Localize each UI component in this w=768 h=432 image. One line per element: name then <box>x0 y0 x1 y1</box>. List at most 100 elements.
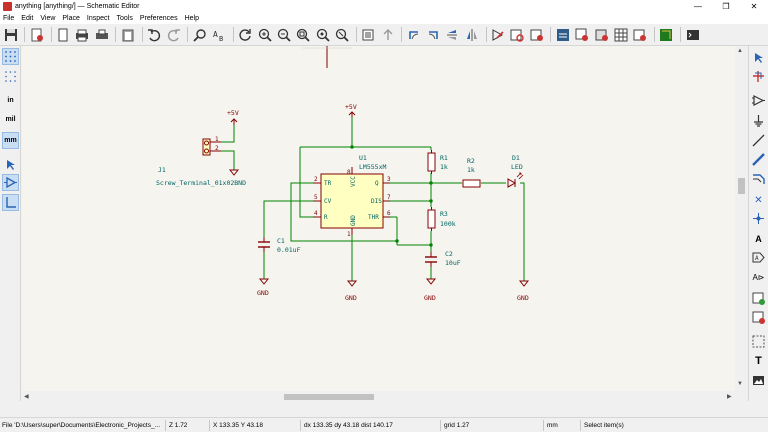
vertical-scroll-thumb[interactable] <box>738 178 745 194</box>
zoom-in-icon[interactable] <box>256 26 273 43</box>
gnd-u1[interactable]: GND <box>345 280 358 302</box>
resistor-r1[interactable]: R1 1k <box>427 150 448 174</box>
rotate-cw-icon[interactable] <box>425 26 442 43</box>
menu-preferences[interactable]: Preferences <box>139 15 178 22</box>
footprint-assignment-icon[interactable] <box>593 26 610 43</box>
zoom-fit-icon[interactable] <box>295 26 312 43</box>
paste-icon[interactable] <box>119 26 136 43</box>
menu-edit[interactable]: Edit <box>21 15 34 22</box>
find-icon[interactable] <box>191 26 208 43</box>
print-icon[interactable] <box>74 26 91 43</box>
menu-place[interactable]: Place <box>62 15 80 22</box>
page-settings-icon[interactable] <box>55 26 72 43</box>
mirror-vertical-icon[interactable] <box>444 26 461 43</box>
add-text-icon[interactable]: T <box>755 354 762 367</box>
gnd-c2[interactable]: GND <box>424 278 437 302</box>
symbol-library-browser-icon[interactable] <box>509 26 526 43</box>
wire-trigger[interactable] <box>290 182 397 242</box>
grid-overrides-icon[interactable] <box>2 68 19 85</box>
scroll-right-icon[interactable]: ▶ <box>727 394 732 400</box>
redo-icon[interactable] <box>165 26 182 43</box>
capacitor-c2[interactable]: C2 10uF <box>425 250 461 267</box>
horizontal-scroll-thumb[interactable] <box>284 394 374 400</box>
select-arrow-icon[interactable] <box>750 49 767 66</box>
hidden-pins-icon[interactable] <box>2 174 19 191</box>
menu-tools[interactable]: Tools <box>116 15 133 22</box>
grid-toggle-icon[interactable] <box>2 48 19 65</box>
add-image-icon[interactable] <box>750 372 767 389</box>
save-icon[interactable] <box>2 26 19 43</box>
refresh-icon[interactable] <box>237 26 254 43</box>
gnd-c1[interactable]: GND <box>257 278 270 297</box>
hierarchy-navigator-icon[interactable] <box>360 26 377 43</box>
gnd-j1[interactable] <box>228 169 240 176</box>
schematic-setup-icon[interactable] <box>28 26 45 43</box>
wire-cv[interactable] <box>263 200 313 237</box>
menu-inspect[interactable]: Inspect <box>86 15 110 22</box>
power-5v-j1[interactable]: +5V <box>227 109 239 125</box>
resistor-r2[interactable]: R2 1k <box>462 157 481 188</box>
led-d1[interactable]: D1 LED <box>507 154 524 188</box>
vertical-scrollbar[interactable]: ▲ ▼ <box>735 46 748 391</box>
horizontal-scrollbar[interactable]: ◀ ▶ <box>22 391 748 403</box>
add-wire-icon[interactable] <box>750 132 767 149</box>
add-net-class-directive-icon[interactable]: A <box>750 249 767 266</box>
add-global-label-icon[interactable]: A⊳ <box>752 273 765 282</box>
leave-sheet-icon[interactable] <box>379 26 396 43</box>
add-graphic-line-icon[interactable] <box>750 333 767 350</box>
undo-icon[interactable] <box>146 26 163 43</box>
zoom-objects-icon[interactable] <box>314 26 331 43</box>
menu-help[interactable]: Help <box>184 15 199 22</box>
netlist-icon[interactable] <box>632 26 649 43</box>
wire-j1-pin1[interactable] <box>221 125 235 143</box>
highlight-net-icon[interactable] <box>750 68 767 85</box>
add-hierarchical-sheet-icon[interactable] <box>750 290 767 307</box>
line-mode-icon[interactable] <box>2 194 19 211</box>
zoom-selection-icon[interactable] <box>333 26 350 43</box>
no-connect-icon[interactable]: ✕ <box>754 195 763 206</box>
symbol-editor-icon[interactable] <box>490 26 507 43</box>
units-mm-button[interactable]: mm <box>2 132 19 149</box>
plot-icon[interactable] <box>93 26 110 43</box>
add-label-icon[interactable]: A <box>755 233 762 244</box>
power-5v-main[interactable]: +5V <box>345 103 357 117</box>
maximize-button[interactable]: ❐ <box>722 2 730 11</box>
wire-j1-pin2[interactable] <box>221 150 235 170</box>
add-bus-icon[interactable] <box>750 151 767 168</box>
symbol-fields-icon[interactable] <box>574 26 591 43</box>
scroll-up-icon[interactable]: ▲ <box>737 48 743 54</box>
rotate-ccw-icon[interactable] <box>405 26 422 43</box>
bom-icon[interactable] <box>612 26 629 43</box>
pcb-editor-icon[interactable] <box>658 26 675 43</box>
j1-reference: J1 <box>158 166 166 174</box>
units-mil-button[interactable]: mil <box>5 116 16 123</box>
capacitor-c1[interactable]: C1 0.01uF <box>258 237 301 254</box>
gnd-u1-label: GND <box>345 294 357 302</box>
menu-view[interactable]: View <box>40 15 56 22</box>
add-junction-icon[interactable] <box>750 210 767 227</box>
zoom-out-icon[interactable] <box>276 26 293 43</box>
menu-file[interactable]: File <box>3 15 15 22</box>
import-sheet-pin-icon[interactable] <box>750 309 767 326</box>
ic-u1[interactable]: TR CV R Q DIS THR VCC GND 2 5 4 3 7 6 8 … <box>313 154 391 238</box>
erc-icon[interactable] <box>554 26 571 43</box>
scripting-console-icon[interactable] <box>684 26 701 43</box>
gnd-d1[interactable]: GND <box>517 280 530 302</box>
add-power-icon[interactable] <box>750 112 767 129</box>
schematic-canvas[interactable]: 1 2 J1 Screw_Terminal_01x02BND +5V +5V <box>22 46 735 391</box>
add-bus-entry-icon[interactable] <box>750 170 767 187</box>
scroll-down-icon[interactable]: ▼ <box>737 381 743 387</box>
wire-d1-gnd[interactable] <box>520 182 525 281</box>
add-symbol-icon[interactable] <box>750 92 767 109</box>
annotate-icon[interactable] <box>528 26 545 43</box>
units-inch-button[interactable]: in <box>7 97 14 104</box>
resistor-r3[interactable]: R3 100k <box>427 207 456 231</box>
wire-reset[interactable] <box>299 147 313 218</box>
cursor-style-icon[interactable] <box>2 156 19 173</box>
connector-j1[interactable]: 1 2 J1 Screw_Terminal_01x02BND <box>156 136 246 187</box>
scroll-left-icon[interactable]: ◀ <box>24 394 29 400</box>
close-button[interactable]: ✕ <box>750 2 758 11</box>
mirror-horizontal-icon[interactable] <box>463 26 480 43</box>
minimize-button[interactable]: — <box>694 2 702 11</box>
